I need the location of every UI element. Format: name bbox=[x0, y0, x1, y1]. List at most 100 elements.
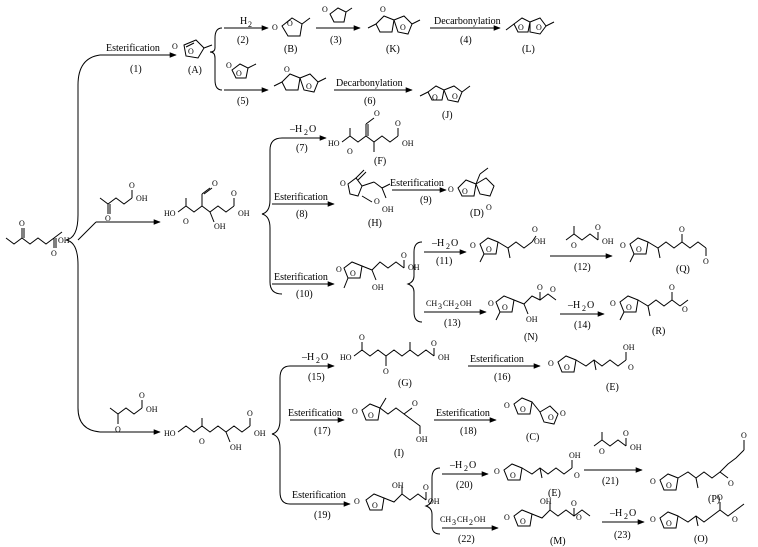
svg-text:O: O bbox=[352, 407, 358, 416]
svg-text:OH: OH bbox=[136, 194, 148, 203]
compound-unsat-furanone-acid: O O OH O bbox=[470, 225, 546, 263]
svg-text:O: O bbox=[486, 203, 492, 212]
svg-text:OH: OH bbox=[382, 205, 394, 214]
svg-text:O: O bbox=[287, 19, 293, 28]
svg-text:OH: OH bbox=[526, 315, 538, 324]
svg-text:O: O bbox=[347, 147, 353, 156]
svg-text:O: O bbox=[321, 352, 328, 363]
reagent-levulinic-acid-3: O O OH bbox=[109, 391, 158, 434]
svg-text:Esterification: Esterification bbox=[274, 272, 328, 283]
svg-text:O: O bbox=[576, 513, 582, 522]
svg-text:(5): (5) bbox=[237, 96, 249, 107]
compound-K: O O (K) bbox=[367, 5, 421, 55]
svg-text:O: O bbox=[548, 359, 554, 368]
svg-text:OH: OH bbox=[146, 405, 158, 414]
compound-E-top: O O OH O (E) bbox=[548, 343, 635, 393]
svg-text:(E): (E) bbox=[548, 488, 561, 499]
compound-H: O OH O (H) bbox=[340, 169, 394, 229]
svg-text:OH: OH bbox=[372, 283, 384, 292]
svg-text:O: O bbox=[571, 241, 577, 250]
svg-text:O: O bbox=[510, 471, 516, 480]
svg-text:O: O bbox=[469, 460, 476, 471]
svg-text:HO: HO bbox=[164, 429, 176, 438]
svg-text:O: O bbox=[432, 93, 438, 102]
svg-text:O: O bbox=[494, 467, 500, 476]
svg-text:Decarbonylation: Decarbonylation bbox=[434, 16, 501, 27]
svg-text:OH: OH bbox=[402, 139, 414, 148]
svg-text:OH: OH bbox=[230, 443, 242, 452]
reagent-lactone-5: O O bbox=[226, 61, 257, 79]
svg-text:O: O bbox=[306, 82, 312, 91]
svg-text:O: O bbox=[462, 187, 468, 196]
svg-text:H: H bbox=[240, 16, 247, 27]
svg-text:(J): (J) bbox=[442, 110, 453, 121]
compound-E-bottom: O O OH O (E) bbox=[494, 451, 581, 499]
svg-text:2: 2 bbox=[464, 464, 468, 473]
svg-text:–H: –H bbox=[609, 508, 622, 519]
svg-text:O: O bbox=[226, 61, 232, 70]
compound-B: O O (B) bbox=[272, 17, 311, 55]
svg-text:OH: OH bbox=[238, 209, 250, 218]
svg-text:O: O bbox=[359, 333, 365, 342]
svg-text:3: 3 bbox=[452, 518, 456, 527]
svg-text:(M): (M) bbox=[550, 536, 566, 547]
svg-text:O: O bbox=[374, 197, 380, 206]
svg-text:O: O bbox=[502, 303, 508, 312]
compound-M: O O OH O O (M) bbox=[504, 497, 591, 547]
svg-text:Esterification: Esterification bbox=[274, 192, 328, 203]
svg-text:Esterification: Esterification bbox=[470, 354, 524, 365]
svg-text:(22): (22) bbox=[458, 534, 475, 545]
svg-text:O: O bbox=[682, 305, 688, 314]
svg-text:OH: OH bbox=[602, 237, 614, 246]
svg-text:2: 2 bbox=[248, 20, 252, 29]
svg-text:(3): (3) bbox=[330, 35, 342, 46]
svg-text:O: O bbox=[452, 92, 458, 101]
svg-text:(C): (C) bbox=[526, 432, 539, 443]
svg-text:(4): (4) bbox=[460, 35, 472, 46]
svg-text:OH: OH bbox=[438, 353, 450, 362]
svg-text:(13): (13) bbox=[444, 318, 461, 329]
svg-text:O: O bbox=[354, 497, 360, 506]
svg-text:(O): (O) bbox=[694, 534, 708, 545]
svg-text:OH: OH bbox=[460, 299, 472, 308]
svg-text:O: O bbox=[587, 300, 594, 311]
svg-text:O: O bbox=[504, 513, 510, 522]
svg-text:(19): (19) bbox=[314, 510, 331, 521]
svg-text:O: O bbox=[372, 501, 378, 510]
svg-text:O: O bbox=[105, 214, 111, 223]
svg-text:O: O bbox=[518, 23, 524, 32]
svg-text:O: O bbox=[400, 23, 406, 32]
compound-J: O O (J) bbox=[419, 85, 471, 121]
compound-O: O O O O (O) bbox=[650, 493, 745, 545]
compound-P: O O O O (P) bbox=[650, 431, 747, 505]
svg-text:O: O bbox=[537, 283, 543, 292]
svg-text:O: O bbox=[650, 515, 656, 524]
svg-text:O: O bbox=[431, 339, 437, 348]
svg-text:O: O bbox=[666, 519, 672, 528]
svg-text:O: O bbox=[412, 399, 418, 408]
reagent-levulinic-acid-12: O O OH bbox=[565, 223, 614, 250]
svg-text:O: O bbox=[548, 413, 554, 422]
reagent-levulinic-acid-21: O O OH bbox=[593, 429, 642, 456]
svg-text:O: O bbox=[129, 181, 135, 190]
svg-text:O: O bbox=[536, 23, 542, 32]
svg-text:O: O bbox=[717, 493, 723, 502]
svg-text:O: O bbox=[470, 241, 476, 250]
svg-text:OH: OH bbox=[630, 443, 642, 452]
svg-text:O: O bbox=[19, 219, 25, 228]
svg-text:(10): (10) bbox=[296, 289, 313, 300]
compound-Q: O O O O (Q) bbox=[620, 225, 709, 275]
compound-L: O O (L) bbox=[505, 17, 555, 55]
svg-text:–H: –H bbox=[301, 352, 314, 363]
svg-text:O: O bbox=[564, 363, 570, 372]
svg-text:HO: HO bbox=[164, 209, 176, 218]
svg-text:(Q): (Q) bbox=[676, 264, 690, 275]
svg-text:O: O bbox=[383, 367, 389, 376]
svg-text:HO: HO bbox=[328, 139, 340, 148]
svg-text:Esterification: Esterification bbox=[436, 408, 490, 419]
svg-text:O: O bbox=[741, 431, 747, 440]
svg-text:–H: –H bbox=[289, 124, 302, 135]
svg-text:–H: –H bbox=[449, 460, 462, 471]
svg-text:(17): (17) bbox=[314, 426, 331, 437]
